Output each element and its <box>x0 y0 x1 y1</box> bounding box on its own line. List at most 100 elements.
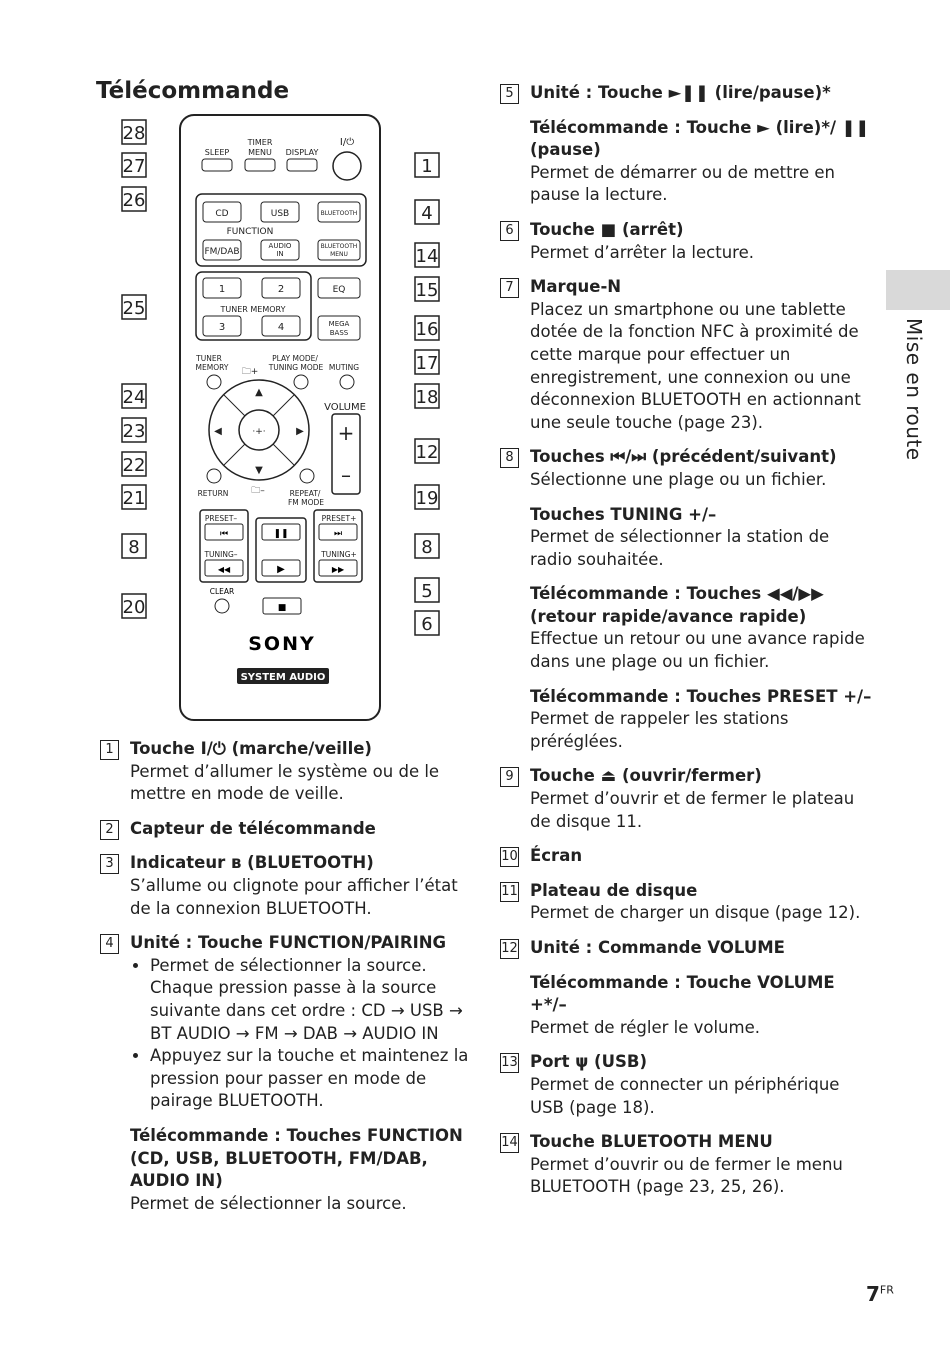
callout-box <box>121 417 147 443</box>
item-title: Capteur de télécommande <box>130 818 376 838</box>
item-title: Marque-N <box>530 277 622 297</box>
item-text: Placez un smartphone ou une tablette dot… <box>530 299 861 432</box>
svg-text:MENU: MENU <box>248 148 272 157</box>
svg-text:AUDIO: AUDIO <box>269 242 292 250</box>
svg-text:USB: USB <box>271 209 289 219</box>
callout-box <box>121 152 147 178</box>
callout-number: 12 <box>416 442 439 463</box>
svg-text:3: 3 <box>219 322 225 333</box>
callout-number: 5 <box>421 581 432 602</box>
callout-number: 17 <box>416 353 439 374</box>
svg-text:🗀–: 🗀– <box>251 486 265 496</box>
svg-text:TUNING–: TUNING– <box>203 550 237 559</box>
svg-text:▼: ▼ <box>255 465 263 476</box>
sleep-label: SLEEP <box>205 148 230 157</box>
svg-text:⏭: ⏭ <box>334 529 342 539</box>
svg-text:BASS: BASS <box>330 329 349 337</box>
callout-number: 19 <box>416 488 439 509</box>
callout-box <box>121 383 147 409</box>
item-subtitle: Touches TUNING +/– <box>530 504 717 524</box>
svg-text:TUNER: TUNER <box>195 354 222 363</box>
svg-text:FUNCTION: FUNCTION <box>227 227 274 237</box>
svg-text:–: – <box>341 463 351 487</box>
list-item: 3 Indicateur ʙ (BLUETOOTH) S’allume ou c… <box>100 852 475 920</box>
item-text: S’allume ou clignote pour afficher l’éta… <box>130 875 458 918</box>
item-title: Port ψ (USB) <box>530 1052 647 1072</box>
callout-box <box>414 610 440 636</box>
remote-control-diagram: SLEEP TIMER MENU DISPLAY I/⏻ CD USB BLUE… <box>121 114 440 721</box>
item-number: 12 <box>500 939 519 959</box>
callout-box <box>121 119 147 145</box>
callout-number: 15 <box>416 280 439 301</box>
item-text: Sélectionne une plage ou un fichier. <box>530 469 827 489</box>
item-subtitle: Télécommande : Touche VOLUME +*/– <box>530 972 835 1015</box>
list-item: 7 Marque-N Placez un smartphone ou une t… <box>500 276 875 434</box>
item-text: Permet de régler le volume. <box>530 1017 760 1037</box>
item-title: Touche BLUETOOTH MENU <box>530 1132 773 1152</box>
svg-text:◀◀: ◀◀ <box>218 565 231 574</box>
callout-box <box>121 186 147 212</box>
item-number: 10 <box>500 847 519 868</box>
svg-text:CD: CD <box>215 209 228 219</box>
svg-text:BLUETOOTH: BLUETOOTH <box>321 210 358 217</box>
item-title: Touche ■ (arrêt) <box>530 219 684 239</box>
item-text: Permet de sélectionner la station de rad… <box>530 527 830 569</box>
svg-text:·+·: ·+· <box>252 427 265 437</box>
section-tab <box>886 270 950 310</box>
item-title: Touches ⏮/⏭ (précédent/suivant) <box>530 447 837 467</box>
svg-text:VOLUME: VOLUME <box>324 402 366 413</box>
svg-text:🗀+: 🗀+ <box>242 367 259 377</box>
svg-text:▶: ▶ <box>296 426 304 437</box>
svg-text:1: 1 <box>219 284 225 295</box>
callout-number: 21 <box>123 488 146 509</box>
svg-text:REPEAT/: REPEAT/ <box>290 489 321 498</box>
list-item: 6 Touche ■ (arrêt) Permet d’arrêter la l… <box>500 219 875 264</box>
item-title: Touche I/⏻ (marche/veille) <box>130 739 372 758</box>
svg-text:⏮: ⏮ <box>220 529 228 539</box>
callout-box <box>414 242 440 268</box>
item-text: Permet d’arrêter la lecture. <box>530 242 754 262</box>
svg-text:CLEAR: CLEAR <box>210 587 235 596</box>
svg-text:IN: IN <box>276 250 283 258</box>
svg-text:▲: ▲ <box>255 387 263 398</box>
callout-number: 8 <box>421 537 432 558</box>
callout-box <box>414 577 440 603</box>
item-number: 4 <box>100 934 119 955</box>
list-item: 13 Port ψ (USB) Permet de connecter un p… <box>500 1051 875 1119</box>
svg-text:MENU: MENU <box>330 251 348 258</box>
callout-number: 27 <box>123 156 146 177</box>
callout-box <box>414 533 440 559</box>
svg-text:▶▶: ▶▶ <box>332 565 345 574</box>
callout-box <box>414 383 440 409</box>
callout-box <box>121 294 147 320</box>
callout-box <box>414 315 440 341</box>
svg-text:❚❚: ❚❚ <box>273 529 288 539</box>
callout-number: 25 <box>123 298 146 319</box>
right-column: 5 Unité : Touche ►❚❚ (lire/pause)* Téléc… <box>500 82 875 1211</box>
svg-text:PRESET–: PRESET– <box>205 514 238 523</box>
svg-text:RETURN: RETURN <box>198 489 229 498</box>
svg-text:TUNING+: TUNING+ <box>320 550 357 559</box>
svg-text:SYSTEM AUDIO: SYSTEM AUDIO <box>241 672 326 683</box>
page-title: Télécommande <box>96 78 290 104</box>
callout-number: 24 <box>123 387 146 408</box>
callout-number: 23 <box>123 421 146 442</box>
callout-number: 4 <box>421 203 432 224</box>
item-text: Permet de rappeler les stations préréglé… <box>530 709 789 751</box>
item-title: Touche ⏏ (ouvrir/fermer) <box>530 766 762 786</box>
callout-box <box>121 533 147 559</box>
item-number: 1 <box>100 740 119 760</box>
svg-text:◀: ◀ <box>214 426 222 437</box>
page-number: 7FR <box>866 1282 894 1306</box>
item-text: Permet de sélectionner la source. <box>130 1193 407 1213</box>
svg-text:▶: ▶ <box>277 564 285 575</box>
item-number: 2 <box>100 819 119 840</box>
item-number: 5 <box>500 84 519 104</box>
list-item: 5 Unité : Touche ►❚❚ (lire/pause)* Téléc… <box>500 82 875 207</box>
svg-text:PLAY MODE/: PLAY MODE/ <box>272 354 318 363</box>
svg-text:EQ: EQ <box>333 285 346 295</box>
callout-number: 1 <box>421 156 432 177</box>
svg-text:DISPLAY: DISPLAY <box>286 148 319 157</box>
item-number: 7 <box>500 278 519 299</box>
svg-text:TIMER: TIMER <box>247 138 273 147</box>
